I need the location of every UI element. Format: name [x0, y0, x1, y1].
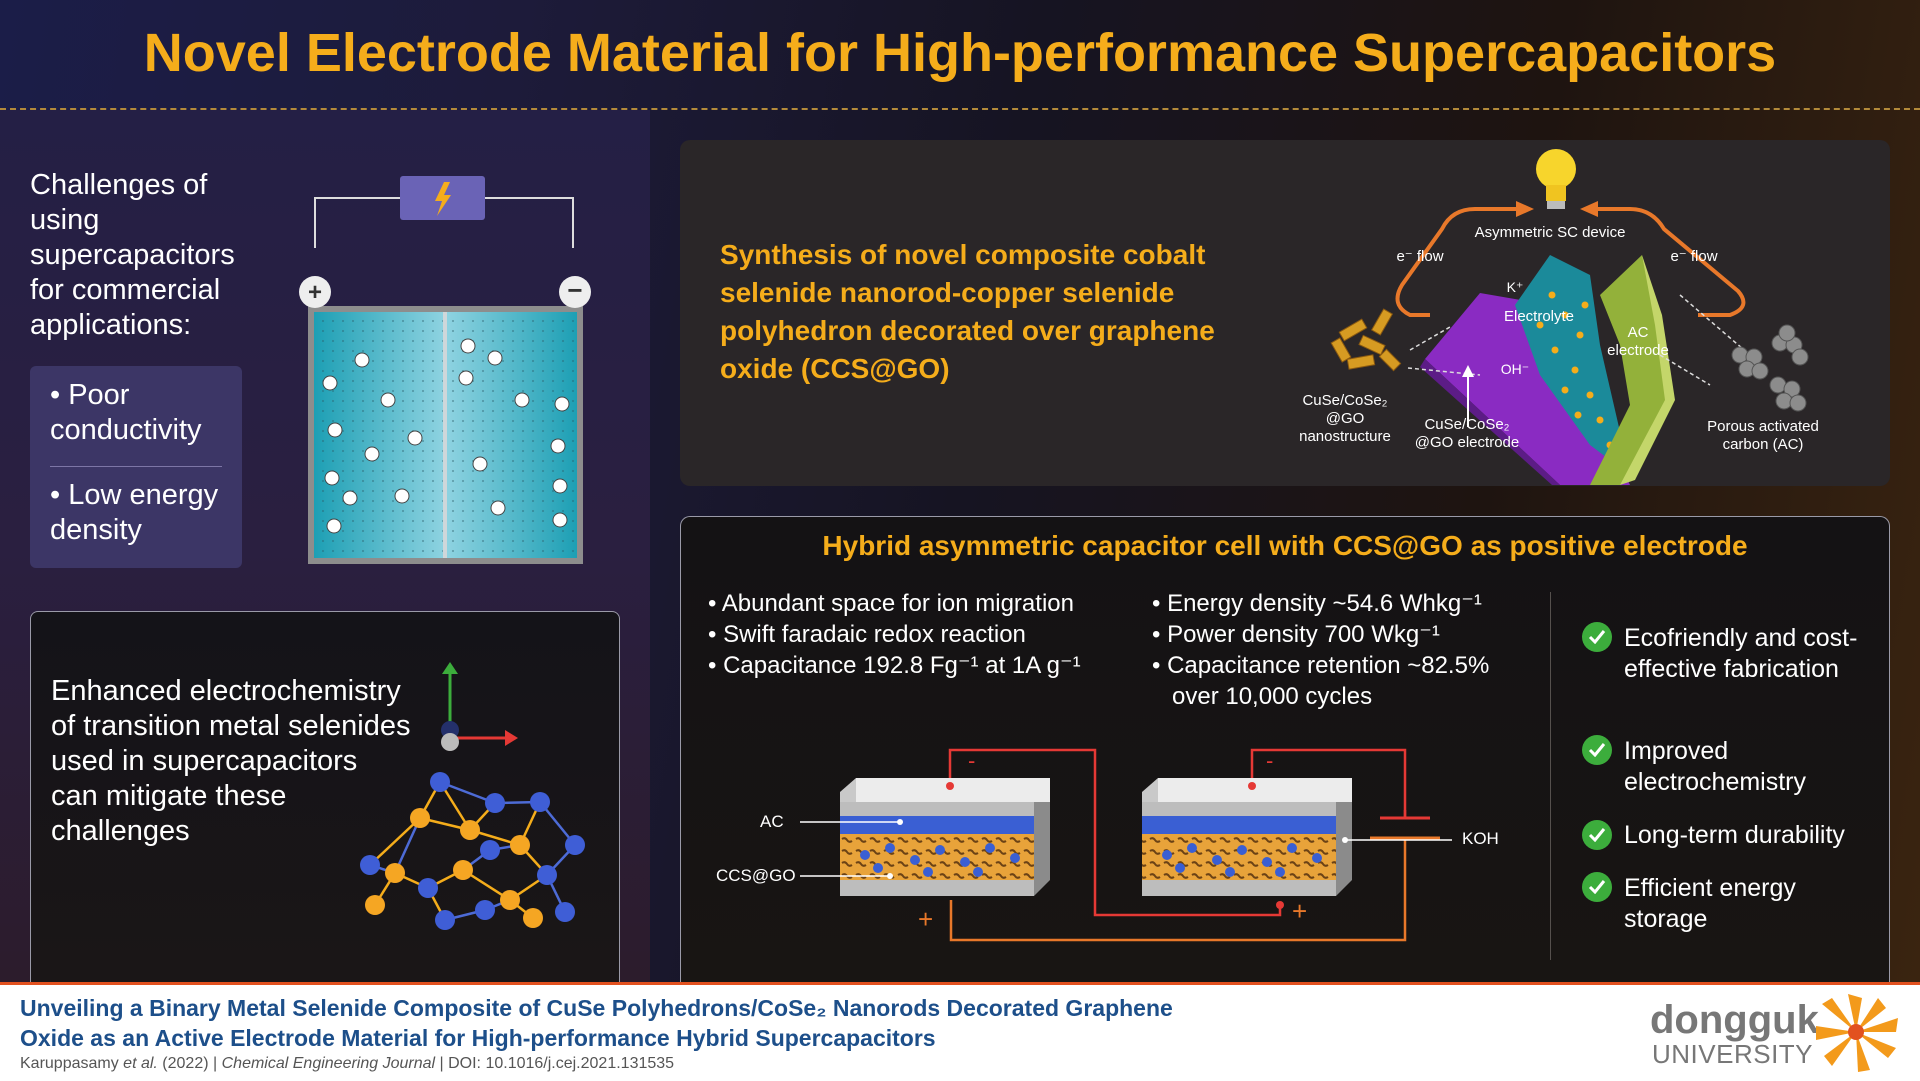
footer-year: (2022) | — [157, 1055, 222, 1072]
feature-2: Improved electrochemistry — [1624, 737, 1806, 796]
title-divider — [0, 108, 1920, 110]
logo-text-bottom: UNIVERSITY — [1652, 1039, 1814, 1069]
label-electrolyte: Electrolyte — [1503, 308, 1575, 325]
logo-text-top: dongguk — [1650, 998, 1819, 1042]
label-nanostructure: CuSe/CoSe₂ @GO nanostructure — [1299, 392, 1391, 445]
lightning-icon — [435, 182, 451, 216]
footer-etal: et al. — [123, 1055, 158, 1072]
check-icon — [1582, 820, 1612, 850]
crystal-structure-illustration — [360, 662, 585, 930]
cell-label-ac: AC — [760, 812, 784, 831]
label-ac-electrode: AC electrode — [1607, 324, 1669, 359]
bullet-mid-2: • Power density 700 Wkg⁻¹ — [1152, 621, 1440, 648]
feature-1: Ecofriendly and cost-effective fabricati… — [1624, 624, 1858, 683]
footer: Unveiling a Binary Metal Selenide Compos… — [0, 982, 1920, 1081]
svg-text:−: − — [567, 275, 582, 305]
challenge-divider — [50, 466, 222, 467]
bullet-mid-3: • Capacitance retention ~82.5% — [1152, 652, 1490, 679]
enhanced-box — [30, 611, 620, 983]
cell-plus-1: + — [918, 904, 934, 934]
enhanced-text: Enhanced electrochemistry of transition … — [51, 675, 411, 847]
footer-citation: Karuppasamy et al. (2022) | Chemical Eng… — [20, 1055, 674, 1073]
footer-title: Unveiling a Binary Metal Selenide Compos… — [20, 995, 1173, 1051]
page-title: Novel Electrode Material for High-perfor… — [143, 23, 1777, 83]
footer-journal: Chemical Engineering Journal — [221, 1055, 436, 1072]
cell-plus-2: + — [1292, 896, 1308, 926]
asymmetric-device-illustration — [1330, 149, 1809, 485]
label-ion-k: K⁺ — [1506, 279, 1524, 295]
hybrid-title: Hybrid asymmetric capacitor cell with CC… — [822, 530, 1748, 561]
feature-3: Long-term durability — [1624, 821, 1845, 849]
synthesis-text: Synthesis of novel composite cobalt sele… — [720, 239, 1215, 384]
challenge-item-1: • Poor conductivity — [50, 379, 202, 446]
bullet-mid-1: • Energy density ~54.6 Whkg⁻¹ — [1152, 590, 1482, 617]
bullet-left-3: • Capacitance 192.8 Fg⁻¹ at 1A g⁻¹ — [708, 652, 1081, 679]
check-icon — [1582, 622, 1612, 652]
label-device: Asymmetric SC device — [1474, 224, 1626, 241]
label-eflow-right: e⁻ flow — [1670, 248, 1718, 265]
bullet-left-2: • Swift faradaic redox reaction — [708, 621, 1026, 648]
svg-text:+: + — [308, 279, 322, 306]
label-ion-oh: OH⁻ — [1500, 361, 1530, 377]
cell-illustration — [800, 748, 1452, 942]
bullet-mid-4: over 10,000 cycles — [1152, 683, 1373, 710]
challenges-title: Challenges of using supercapacitors for … — [30, 169, 235, 341]
hybrid-divider — [1550, 592, 1551, 960]
cell-label-koh: KOH — [1462, 829, 1499, 848]
positive-terminal — [299, 276, 331, 308]
footer-doi: | DOI: 10.1016/j.cej.2021.131535 — [435, 1055, 675, 1072]
university-logo-icon — [1816, 994, 1898, 1072]
bullet-left-1: • Abundant space for ion migration — [708, 590, 1074, 617]
challenges-box: • Poor conductivity • Low energy density — [30, 366, 242, 568]
label-porous-carbon: Porous activated carbon (AC) — [1707, 418, 1819, 453]
synthesis-panel — [680, 140, 1890, 486]
feature-4: Efficient energy storage — [1624, 874, 1796, 933]
supercapacitor-illustration: + − — [299, 176, 591, 564]
footer-authors: Karuppasamy — [20, 1055, 124, 1072]
challenge-item-2: • Low energy density — [50, 479, 219, 546]
check-icon — [1582, 872, 1612, 902]
label-eflow-left: e⁻ flow — [1396, 248, 1444, 265]
cell-label-ccs: CCS@GO — [716, 866, 796, 885]
label-electrode: CuSe/CoSe₂ @GO electrode — [1414, 416, 1520, 451]
cell-minus-2: - — [1266, 748, 1274, 773]
light-bulb-icon — [1536, 149, 1576, 189]
negative-terminal — [559, 276, 591, 308]
cell-minus-1: - — [968, 748, 976, 773]
check-icon — [1582, 735, 1612, 765]
